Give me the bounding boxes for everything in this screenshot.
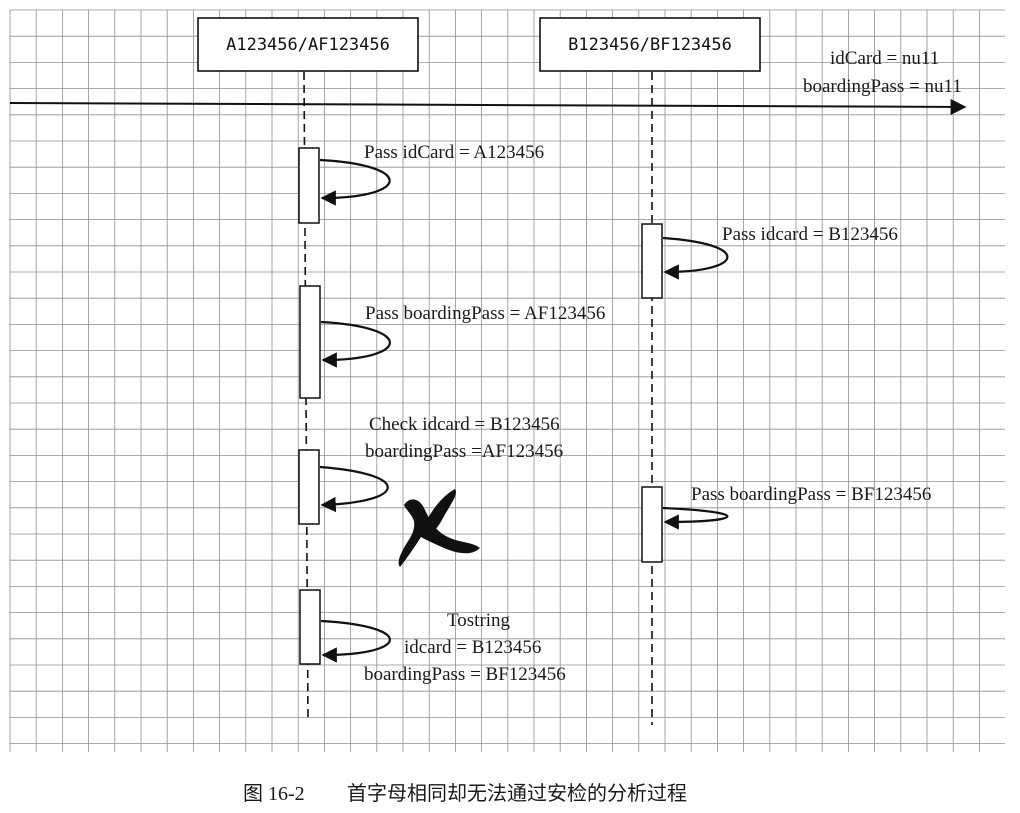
self-call-arrow	[319, 158, 391, 206]
activation-box	[298, 147, 320, 224]
self-call-arrow	[662, 236, 729, 280]
message-label: Pass boardingPass = AF123456	[365, 303, 605, 324]
lifeline-b-header	[539, 17, 761, 72]
message-label: Pass idcard = B123456	[722, 224, 898, 245]
message-label: Pass boardingPass = BF123456	[691, 484, 931, 505]
self-call-arrow	[662, 506, 729, 530]
activation-box	[299, 589, 321, 665]
figure-caption: 首字母相同却无法通过安检的分析过程	[347, 782, 687, 805]
lifeline-a-label: A123456/AF123456	[226, 35, 390, 55]
lifeline-b-label: B123456/BF123456	[568, 35, 732, 55]
lifeline-a-header	[197, 17, 419, 72]
self-call-arrow	[319, 465, 389, 513]
activation-box	[641, 223, 663, 299]
failure-x-mark	[398, 489, 480, 567]
initial-state-idcard: idCard = nu11	[830, 48, 939, 69]
grid-background	[9, 9, 1005, 752]
activation-box	[298, 449, 320, 525]
self-call-arrow	[320, 619, 391, 663]
message-label: Check idcard = B123456	[369, 414, 560, 435]
initial-state-boardingpass: boardingPass = nu11	[803, 76, 962, 97]
message-label: idcard = B123456	[404, 637, 541, 658]
message-label: Pass idCard = A123456	[364, 142, 544, 163]
time-axis	[9, 98, 967, 115]
message-label: boardingPass = BF123456	[364, 664, 566, 685]
message-label: Tostring	[447, 610, 511, 631]
figure-number: 图 16-2	[243, 783, 305, 805]
activation-box	[641, 486, 663, 563]
message-label: boardingPass =AF123456	[365, 441, 563, 462]
self-call-arrow	[320, 320, 391, 368]
activation-box	[299, 285, 321, 399]
lifeline-b: B123456/BF123456	[539, 17, 761, 725]
